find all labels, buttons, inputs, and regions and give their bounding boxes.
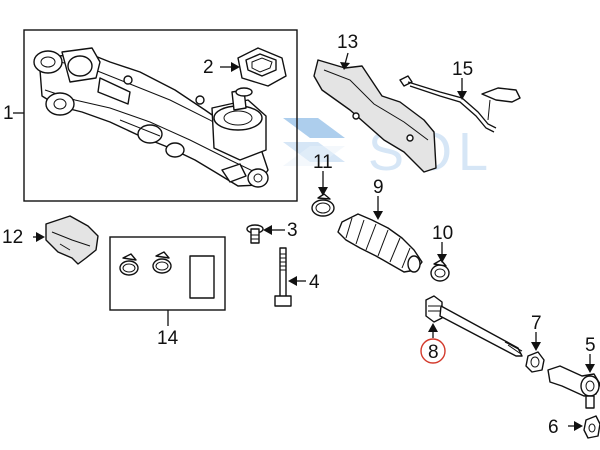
callout-1: 1: [3, 103, 14, 124]
callout-14: 14: [157, 328, 179, 349]
callout-13: 13: [337, 32, 358, 53]
callout-labels: 1 2 3 4 5 6 7 8 9 10 11 12 13 14 15: [2, 32, 596, 438]
callout-12: 12: [2, 227, 23, 248]
heat-shield-part-13[interactable]: [313, 59, 437, 173]
leader-lines: [13, 52, 595, 431]
callout-7: 7: [531, 313, 542, 334]
steering-gear-frame: [23, 29, 298, 202]
callout-2: 2: [203, 57, 214, 78]
inner-tie-rod-part-8[interactable]: [425, 295, 523, 357]
callout-5: 5: [585, 335, 596, 356]
bolt-part-3[interactable]: [246, 224, 264, 244]
callout-11: 11: [313, 152, 333, 173]
bracket-part-12[interactable]: [45, 215, 99, 265]
callout-8: 8: [428, 342, 439, 363]
tie-rod-end-part-5[interactable]: [547, 365, 600, 409]
callout-15: 15: [452, 59, 473, 80]
callout-9: 9: [373, 177, 384, 198]
jam-nut-part-7[interactable]: [525, 351, 545, 373]
nut-part-6[interactable]: [583, 415, 600, 439]
clamp-kit-part-14[interactable]: [119, 251, 215, 299]
callout-4: 4: [309, 272, 320, 293]
cable-part-15[interactable]: [399, 75, 521, 133]
watermark-s-icon: [283, 118, 345, 166]
steering-rack-assembly[interactable]: [33, 47, 269, 188]
callout-10: 10: [432, 223, 453, 244]
callout-6: 6: [548, 417, 559, 438]
clamp-part-11[interactable]: [311, 193, 335, 217]
mount-bushing-part-2[interactable]: [237, 47, 287, 87]
clamp-part-10[interactable]: [430, 259, 450, 282]
highlight-ring-part-8: [420, 338, 446, 364]
bellows-boot-part-9[interactable]: [337, 213, 423, 273]
bolt-part-4[interactable]: [274, 247, 292, 307]
callout-3: 3: [287, 220, 298, 241]
